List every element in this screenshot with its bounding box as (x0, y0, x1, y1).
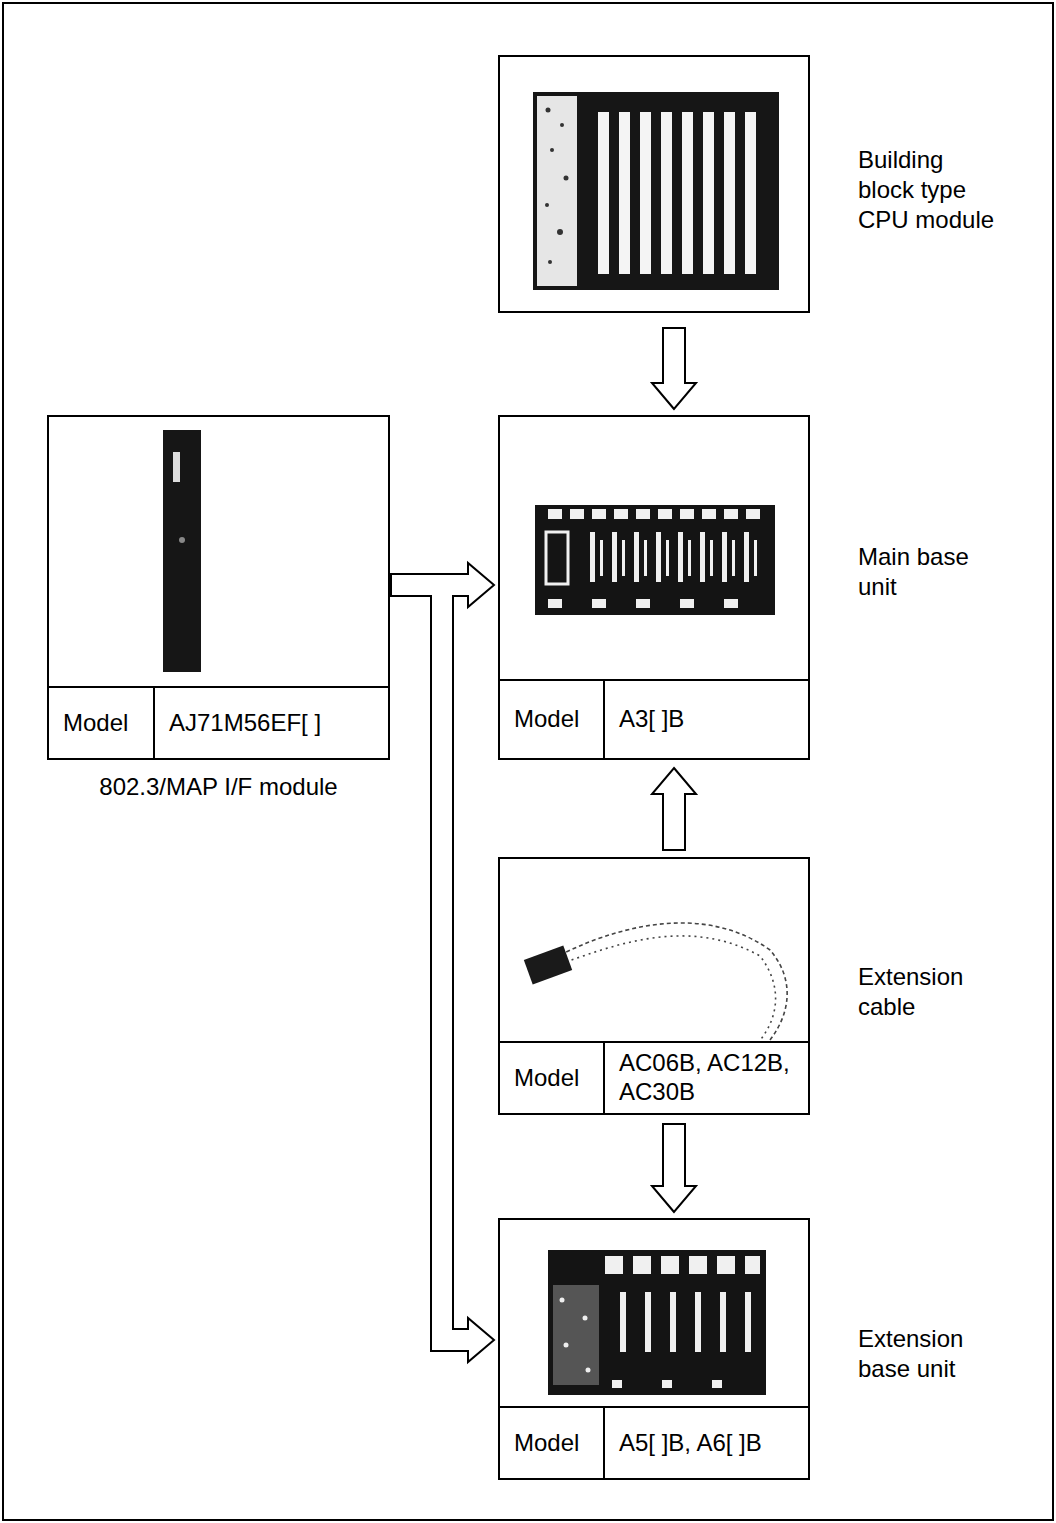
hollow-arrow (662, 327, 686, 383)
extension-base-box: ModelA5[ ]B, A6[ ]BExtension base unit (498, 1218, 810, 1480)
arrow-head-join (466, 575, 469, 595)
extension-cable-box: ModelAC06B, AC12B, AC30BExtension cable (498, 857, 810, 1115)
arrow-head-join (664, 792, 684, 795)
connector-outlines (390, 327, 674, 1340)
hollow-arrow (390, 585, 468, 1340)
connector-fills (392, 329, 674, 1340)
hollow-arrow-inside (664, 329, 684, 383)
model-row: ModelA3[ ]B (500, 679, 808, 758)
hollow-arrow-inside (392, 585, 468, 1340)
model-value-cell: A5[ ]B, A6[ ]B (605, 1408, 808, 1478)
connector-heads (468, 383, 696, 1362)
page-frame (3, 3, 1053, 1520)
model-key-cell: Model (500, 1043, 605, 1113)
hollow-arrow (662, 794, 686, 851)
model-value-cell: AC06B, AC12B, AC30B (605, 1043, 808, 1113)
model-row: ModelAC06B, AC12B, AC30B (500, 1041, 808, 1113)
model-value-cell: A3[ ]B (605, 681, 808, 758)
hollow-arrow-inside (664, 1125, 684, 1186)
cpu-module-photo (533, 92, 779, 290)
part-label: Extension cable (858, 962, 1006, 1022)
arrow-head-join (664, 381, 684, 384)
hollow-arrow (662, 1123, 686, 1186)
arrow-head-join (664, 1184, 684, 1187)
model-value-cell: AJ71M56EF[ ] (155, 688, 388, 758)
model-row: ModelAJ71M56EF[ ] (49, 686, 388, 758)
model-key-cell: Model (500, 1408, 605, 1478)
arrow-head (652, 768, 696, 794)
extension-base-photo (548, 1250, 766, 1395)
arrow-head (468, 563, 494, 607)
main-base-box: ModelA3[ ]BMain base unit (498, 415, 810, 760)
part-label: 802.3/MAP I/F module (49, 772, 388, 802)
model-key-cell: Model (49, 688, 155, 758)
main-base-photo (535, 505, 775, 615)
arrow-head-join (466, 1330, 469, 1350)
model-row: ModelA5[ ]B, A6[ ]B (500, 1406, 808, 1478)
hollow-arrow-inside (664, 794, 684, 849)
part-label: Extension base unit (858, 1324, 1006, 1384)
part-label: Main base unit (858, 542, 1006, 602)
arrow-head (652, 1186, 696, 1212)
cpu-module-box: Building block type CPU module (498, 55, 810, 313)
arrow-head (468, 1318, 494, 1362)
model-key-cell: Model (500, 681, 605, 758)
interface-module-photo (163, 430, 201, 672)
arrow-head (652, 383, 696, 409)
interface-module-box: ModelAJ71M56EF[ ]802.3/MAP I/F module (47, 415, 390, 760)
part-label: Building block type CPU module (858, 145, 1006, 235)
